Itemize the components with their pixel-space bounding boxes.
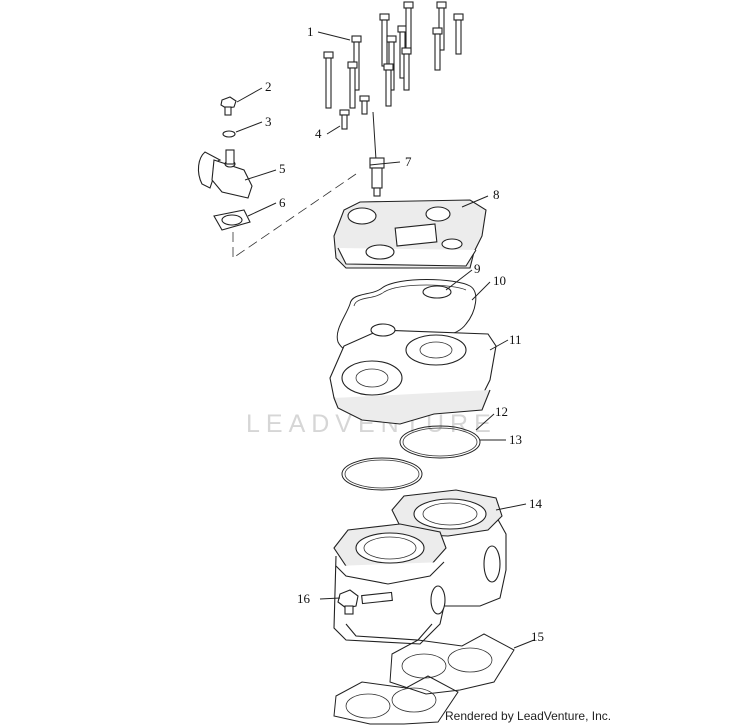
callout-5[interactable]: 5 <box>279 161 286 176</box>
outlet-gasket[interactable] <box>213 209 251 231</box>
callout-9[interactable]: 9 <box>474 261 481 276</box>
callout-12[interactable]: 12 <box>495 404 508 419</box>
small-bolts-group[interactable] <box>339 95 370 130</box>
head-bolts-group[interactable] <box>323 1 464 109</box>
water-outlet-elbow[interactable] <box>197 149 253 199</box>
callout-11[interactable]: 11 <box>509 332 522 347</box>
bolt <box>453 13 464 55</box>
cylinder-o-rings[interactable] <box>341 425 481 491</box>
callout-1[interactable]: 1 <box>307 24 314 39</box>
o-ring-small[interactable] <box>422 285 452 299</box>
callout-15[interactable]: 15 <box>531 629 544 644</box>
drain-fitting[interactable] <box>337 589 359 615</box>
cylinder-head-cover[interactable] <box>333 199 487 269</box>
callout-2[interactable]: 2 <box>265 79 272 94</box>
bolt <box>323 51 334 109</box>
callout-4[interactable]: 4 <box>315 126 322 141</box>
base-gaskets[interactable] <box>333 633 515 725</box>
callout-6[interactable]: 6 <box>279 195 286 210</box>
temperature-sensor[interactable] <box>369 111 385 197</box>
bolt <box>347 61 358 109</box>
cylinder-block[interactable] <box>333 489 507 645</box>
bolt <box>401 47 412 91</box>
cylinder-head[interactable] <box>329 323 497 425</box>
callout-leaders <box>235 31 535 649</box>
washer[interactable] <box>222 130 236 138</box>
assembly-leader <box>232 173 357 259</box>
callout-13[interactable]: 13 <box>509 432 522 447</box>
callout-numbers: 1 2 3 4 5 6 7 8 9 10 11 12 13 14 16 15 <box>265 24 544 644</box>
bolt <box>383 63 394 107</box>
callout-8[interactable]: 8 <box>493 187 500 202</box>
render-credit: Rendered by LeadVenture, Inc. <box>445 709 611 723</box>
callout-3[interactable]: 3 <box>265 114 272 129</box>
screw[interactable] <box>220 96 237 116</box>
callout-16[interactable]: 16 <box>297 591 311 606</box>
callout-10[interactable]: 10 <box>493 273 506 288</box>
callout-14[interactable]: 14 <box>529 496 543 511</box>
callout-7[interactable]: 7 <box>405 154 412 169</box>
bolt <box>432 27 443 71</box>
